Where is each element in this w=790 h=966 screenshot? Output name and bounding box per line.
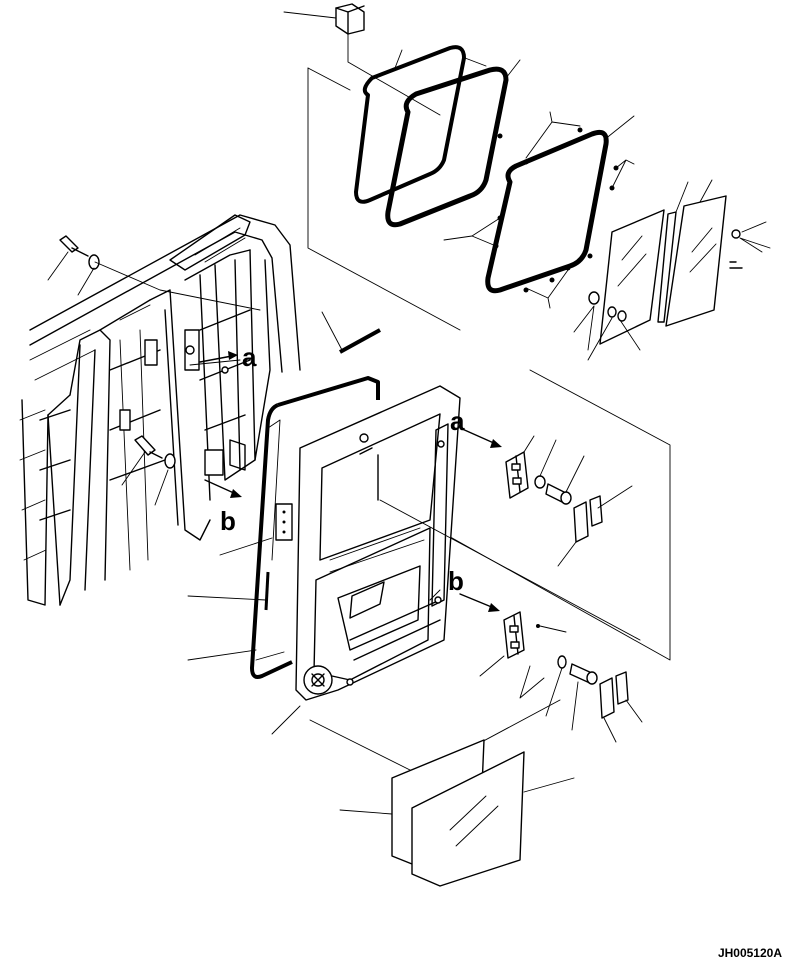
- hinge-upper: [505, 435, 633, 567]
- door-seal-strip: [250, 311, 381, 679]
- cab-door: [295, 385, 641, 701]
- window-seal-upper: [354, 45, 487, 204]
- lower-glass-panes: [339, 739, 575, 887]
- cab-leader-lines: [47, 251, 261, 506]
- cab-frame: [19, 214, 301, 606]
- door-leader-lines: [187, 537, 441, 735]
- assembly-outline-upper: [307, 67, 671, 776]
- window-seal-heavy: [385, 59, 521, 228]
- door-arrow-a: [459, 427, 502, 448]
- cab-arrow-b: [204, 479, 242, 498]
- upper-window-frame: [443, 111, 635, 309]
- door-arrow-b: [459, 593, 500, 612]
- door-label-a: a: [450, 406, 465, 436]
- drawing-code: JH005120A: [717, 946, 782, 960]
- door-label-b: b: [448, 566, 464, 596]
- cab-arrow-a: [199, 351, 238, 363]
- hinge-lower: [479, 611, 643, 743]
- upper-glass-panes: [573, 179, 771, 361]
- cab-label-b: b: [220, 506, 236, 536]
- cab-label-a: a: [242, 342, 257, 372]
